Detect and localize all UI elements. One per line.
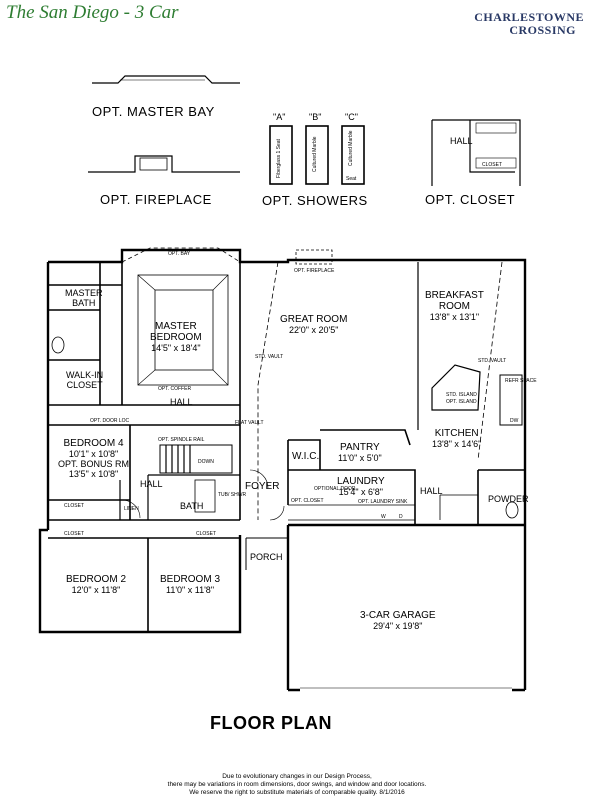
note-closet-2: CLOSET bbox=[64, 531, 85, 537]
room-bedroom-2: BEDROOM 2 12'0" x 11'8" bbox=[66, 574, 127, 595]
shower-c-text: Cultured Marble bbox=[348, 130, 354, 166]
shower-b-label: "B" bbox=[309, 112, 322, 122]
room-laundry: LAUNDRY 15'4" x 6'8" bbox=[337, 476, 385, 497]
floor-plan-heading: FLOOR PLAN bbox=[210, 713, 332, 733]
note-dw: DW bbox=[510, 418, 519, 424]
note-washer: W bbox=[381, 514, 386, 520]
room-wic: W.I.C. bbox=[292, 451, 320, 462]
note-optional-door: OPTIONAL DOOR bbox=[314, 486, 356, 492]
footer-line-3: We reserve the right to substitute mater… bbox=[189, 789, 405, 796]
note-std-vault-2: STD. VAULT bbox=[478, 358, 507, 364]
note-refr: REFR SPACE bbox=[505, 378, 537, 384]
room-hall-2: HALL bbox=[140, 479, 163, 489]
brand-logo-line1: CHARLESTOWNE bbox=[474, 10, 584, 24]
plan-title: The San Diego - 3 Car bbox=[6, 2, 179, 23]
opt-master-bay-label: OPT. MASTER BAY bbox=[92, 104, 215, 119]
note-dryer: D bbox=[399, 514, 403, 520]
shower-a-text: Fiberglass 1 Seat bbox=[276, 139, 282, 178]
opt-closet-label: OPT. CLOSET bbox=[425, 192, 516, 207]
room-bath: BATH bbox=[180, 501, 204, 511]
stairs-down-label: DOWN bbox=[198, 459, 214, 465]
note-opt-closet: OPT. CLOSET bbox=[291, 498, 324, 504]
footer-line-2: there may be variations in room dimensio… bbox=[167, 781, 427, 788]
opt-closet-hall: HALL bbox=[450, 136, 473, 146]
shower-b-text: Cultured Marble bbox=[312, 136, 318, 172]
shower-a-label: "A" bbox=[273, 112, 286, 122]
shower-c-seat: Seat bbox=[346, 176, 357, 182]
opt-showers-label: OPT. SHOWERS bbox=[262, 193, 368, 208]
note-flat-vault: FLAT VAULT bbox=[235, 420, 264, 426]
room-porch: PORCH bbox=[250, 552, 283, 562]
shower-c-label: "C" bbox=[345, 112, 358, 122]
room-foyer: FOYER bbox=[245, 481, 280, 492]
opt-closet-closet: CLOSET bbox=[482, 162, 503, 168]
opt-fireplace-label: OPT. FIREPLACE bbox=[100, 192, 212, 207]
note-opt-fireplace: OPT. FIREPLACE bbox=[294, 268, 335, 274]
tub-shower-label: TUB/ SHWR bbox=[218, 492, 247, 498]
note-opt-bay: OPT. BAY bbox=[168, 251, 191, 257]
room-bedroom-4: BEDROOM 4 10'1" x 10'8" OPT. BONUS RM 13… bbox=[58, 438, 130, 479]
room-walk-in-closet: WALK-IN CLOSET bbox=[66, 370, 104, 390]
room-master-bath: MASTER BATH bbox=[65, 288, 103, 308]
room-kitchen: KITCHEN 13'8" x 14'6" bbox=[432, 428, 482, 449]
note-opt-island: OPT. ISLAND bbox=[446, 399, 477, 405]
note-laundry-sink: OPT. LAUNDRY SINK bbox=[358, 499, 408, 505]
note-closet-1: CLOSET bbox=[64, 503, 85, 509]
room-great-room: GREAT ROOM 22'0" x 20'5" bbox=[280, 314, 348, 335]
room-powder: POWDER bbox=[488, 494, 529, 504]
room-hall-3: HALL bbox=[420, 486, 443, 496]
brand-logo-line2: CROSSING bbox=[509, 23, 576, 37]
room-breakfast: BREAKFAST ROOM 13'8" x 13'1" bbox=[425, 290, 484, 322]
room-master-bedroom: MASTER BEDROOM 14'5" x 18'4" bbox=[150, 321, 202, 353]
note-std-vault-1: STD. VAULT bbox=[255, 354, 284, 360]
note-closet-3: CLOSET bbox=[196, 531, 217, 537]
room-pantry: PANTRY 11'0" x 5'0" bbox=[338, 442, 382, 463]
note-linen: LINEN bbox=[124, 506, 139, 512]
room-hall-1: HALL bbox=[170, 397, 193, 407]
footer-line-1: Due to evolutionary changes in our Desig… bbox=[222, 773, 372, 780]
note-opt-spindle: OPT. SPINDLE RAIL bbox=[158, 437, 205, 443]
note-std-island: STD. ISLAND bbox=[446, 392, 477, 398]
room-garage: 3-CAR GARAGE 29'4" x 19'8" bbox=[360, 610, 436, 631]
note-opt-door-loc: OPT. DOOR LOC bbox=[90, 418, 130, 424]
room-bedroom-3: BEDROOM 3 11'0" x 11'8" bbox=[160, 574, 221, 595]
note-opt-coffer: OPT. COFFER bbox=[158, 386, 192, 392]
